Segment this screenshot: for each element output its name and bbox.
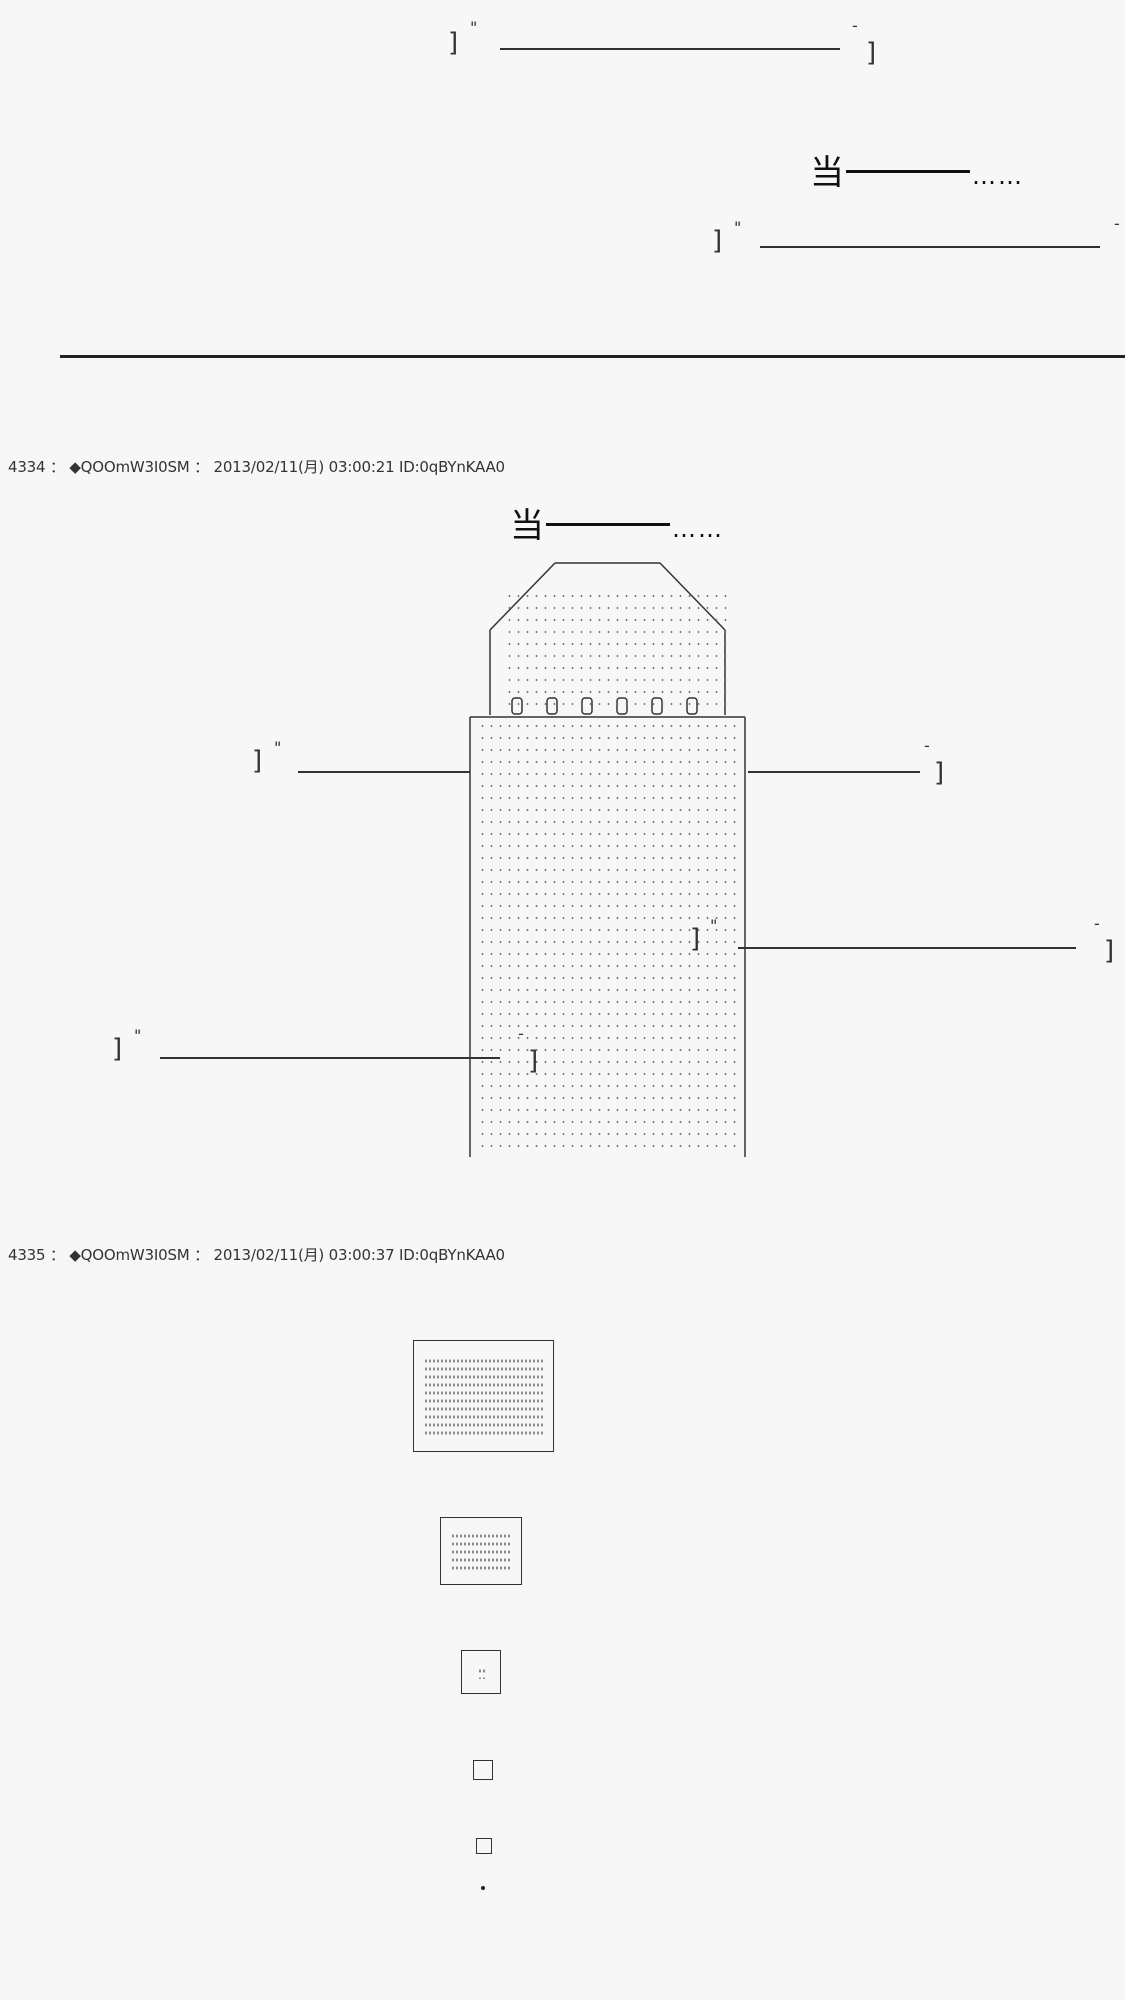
bracket-open: ] — [690, 924, 701, 954]
bracket-tick: - — [518, 1024, 524, 1043]
box-texture — [478, 1667, 486, 1679]
post-header: 4335 ： ◆QOOmW3I0SM ： 2013/02/11(月) 03:00… — [8, 1244, 505, 1265]
bracket-close: ] — [934, 758, 945, 788]
sfx-tou-2: 当 …… — [510, 498, 724, 547]
bracket-quote: " — [134, 1026, 142, 1045]
bracket-quote: " — [274, 738, 282, 757]
receding-box-4 — [473, 1760, 493, 1780]
post-separator: ： — [49, 1246, 65, 1264]
post-time: 03:00:37 — [328, 1246, 395, 1264]
vanishing-dot — [481, 1886, 485, 1890]
post-header: 4334 ： ◆QOOmW3I0SM ： 2013/02/11(月) 03:00… — [8, 456, 505, 477]
bracket-quote: " — [470, 18, 478, 37]
bracket-quote: " — [710, 916, 718, 935]
bracket-tick: - — [924, 736, 930, 755]
bracket-open: ] — [712, 226, 723, 256]
bracket-open: ] — [112, 1034, 123, 1064]
post-separator: ： — [49, 458, 65, 476]
post-separator: ： — [194, 458, 209, 476]
box-texture — [424, 1357, 544, 1437]
box-texture — [451, 1532, 511, 1570]
post-number[interactable]: 4335 — [8, 1246, 46, 1264]
post-number[interactable]: 4334 — [8, 458, 46, 476]
bracket-tick: - — [852, 16, 858, 35]
tower-top-texture — [505, 590, 730, 710]
speech-line — [298, 771, 470, 773]
post-id: ID:0qBYnKAA0 — [399, 1246, 505, 1264]
bracket-open: ] — [448, 28, 459, 58]
post-name: ◆QOOmW3I0SM — [69, 1246, 190, 1264]
receding-box-1 — [413, 1340, 554, 1452]
speech-line — [500, 48, 840, 50]
post-date: 2013/02/11(月) — [213, 1246, 325, 1264]
receding-box-2 — [440, 1517, 522, 1585]
bracket-tick: - — [1094, 914, 1100, 933]
bracket-close: ] — [1104, 936, 1115, 966]
post-time: 03:00:21 — [328, 458, 395, 476]
sfx-dash — [846, 170, 970, 173]
speech-line — [760, 246, 1100, 248]
bracket-quote: " — [734, 218, 742, 237]
bracket-close: ] — [866, 38, 877, 68]
post-id: ID:0qBYnKAA0 — [399, 458, 505, 476]
section-divider — [60, 355, 1125, 358]
post-date: 2013/02/11(月) — [213, 458, 325, 476]
sfx-dots: …… — [672, 515, 724, 543]
sfx-dash — [546, 523, 670, 526]
sfx-char: 当 — [510, 506, 544, 546]
speech-line — [738, 947, 1076, 949]
post-separator: ： — [194, 1246, 209, 1264]
tower-body-texture — [478, 720, 740, 1150]
speech-line — [160, 1057, 500, 1059]
speech-line — [748, 771, 920, 773]
bracket-tick: - — [1114, 214, 1120, 233]
sfx-char: 当 — [810, 153, 844, 193]
post-name: ◆QOOmW3I0SM — [69, 458, 190, 476]
sfx-tou-1: 当 …… — [810, 145, 1024, 194]
receding-box-5 — [476, 1838, 492, 1854]
bracket-open: ] — [252, 746, 263, 776]
bracket-close: ] — [528, 1046, 539, 1076]
receding-box-3 — [461, 1650, 501, 1694]
sfx-dots: …… — [972, 162, 1024, 190]
